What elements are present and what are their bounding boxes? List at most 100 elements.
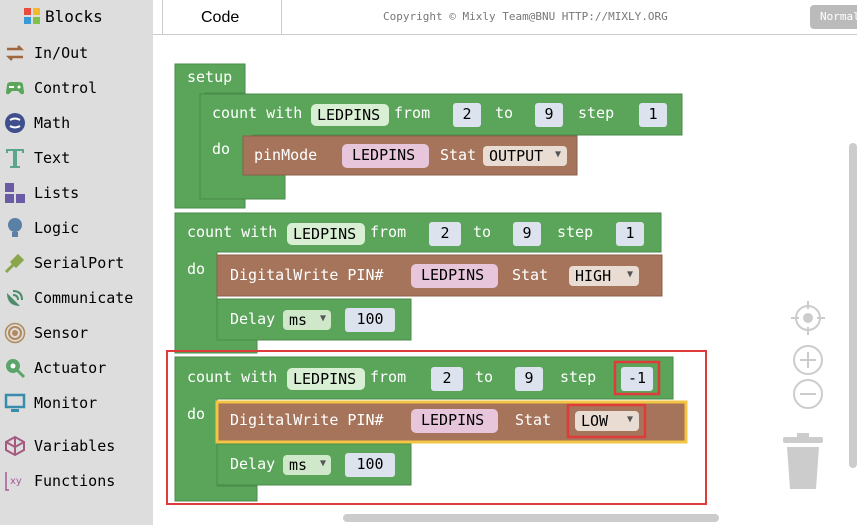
block-workspace[interactable]: setup count with LEDPINS from 2 to 9 ste… [155,35,857,525]
category-variables[interactable]: Variables [0,429,153,464]
category-label: Actuator [34,359,107,377]
category-label: In/Out [34,44,89,62]
category-label: Monitor [34,394,98,412]
center-icon [791,301,825,335]
pin-variable[interactable]: LEDPINS [342,144,429,168]
category-functions[interactable]: xy Functions [0,464,153,499]
to-label: to [473,223,492,241]
stat-label: Stat [440,146,477,164]
tab-code-label: Code [201,9,240,26]
count-with-label: count with [212,104,303,122]
functions-icon: xy [5,472,22,491]
monitor-icon [4,393,26,412]
highlight-box-low [566,403,647,439]
math-icon [5,113,25,133]
mode-label: Normal [820,10,857,23]
actuator-icon [6,359,26,379]
blocks-sidebar: Blocks In/Out Control Math Text Lists Lo… [0,0,153,525]
level-dropdown[interactable]: LOW▼ [575,411,639,431]
step-label: step [557,223,594,241]
level-dropdown[interactable]: HIGH▼ [569,266,639,286]
category-label: Variables [34,437,116,455]
variables-icon [5,435,25,457]
delay-unit-dropdown[interactable]: ms▼ [283,455,331,475]
step-label: step [560,368,597,386]
category-inout[interactable]: In/Out [0,36,153,71]
delay-value[interactable]: 100 [345,308,395,332]
do-label: do [187,405,206,423]
category-lists[interactable]: Lists [0,176,153,211]
count-with-label: count with [187,223,278,241]
category-label: Text [34,149,71,167]
category-label: Logic [34,219,80,237]
delay-value[interactable]: 100 [345,453,395,477]
gamepad-icon [6,82,24,95]
sensor-icon [4,322,26,344]
arrows-icon [5,45,25,61]
category-label: Communicate [34,289,134,307]
category-communicate[interactable]: Communicate [0,281,153,316]
to-value[interactable]: 9 [515,367,543,391]
to-label: to [475,368,494,386]
to-value[interactable]: 9 [513,222,541,246]
stat-label: Stat [512,266,549,284]
do-label: do [187,260,206,278]
category-math[interactable]: Math [0,106,153,141]
satellite-icon [7,290,23,306]
digitalwrite-label: DigitalWrite PIN# [230,411,384,429]
mode-button[interactable]: Normal [810,5,857,29]
to-value[interactable]: 9 [535,103,563,127]
mode-dropdown[interactable]: OUTPUT▼ [483,146,567,166]
to-label: to [495,104,514,122]
pin-variable[interactable]: LEDPINS [411,409,498,433]
vertical-scrollbar [849,143,857,468]
blocks-header[interactable]: Blocks [0,0,153,34]
digitalwrite-label: DigitalWrite PIN# [230,266,384,284]
serial-icon [4,253,25,274]
step-value[interactable]: -1 [621,367,653,391]
from-label: from [394,104,431,122]
trash-icon [783,433,823,489]
from-label: from [370,368,407,386]
step-value[interactable]: 1 [616,222,644,246]
category-serialport[interactable]: SerialPort [0,246,153,281]
stat-label: Stat [515,411,552,429]
count-with-label: count with [187,368,278,386]
category-label: Math [34,114,71,132]
category-logic[interactable]: Logic [0,211,153,246]
delay-unit-dropdown[interactable]: ms▼ [283,310,331,330]
from-value[interactable]: 2 [431,367,463,391]
step-label: step [578,104,615,122]
delay-label: Delay [230,310,276,328]
category-sensor[interactable]: Sensor [0,316,153,351]
loop-variable[interactable]: LEDPINS [287,223,365,245]
step-value[interactable]: 1 [639,103,667,127]
bulb-icon [8,218,22,237]
category-text[interactable]: Text [0,141,153,176]
pinmode-label: pinMode [254,146,318,164]
from-value[interactable]: 2 [429,222,461,246]
category-monitor[interactable]: Monitor [0,386,153,421]
from-label: from [370,223,407,241]
highlight-box-step [613,360,661,396]
horizontal-scrollbar [343,514,719,522]
do-label: do [212,140,231,158]
category-control[interactable]: Control [0,71,153,106]
loop-variable[interactable]: LEDPINS [287,368,365,390]
category-actuator[interactable]: Actuator [0,351,153,386]
category-label: Control [34,79,98,97]
category-label: Lists [34,184,80,202]
category-label: SerialPort [34,254,125,272]
puzzle-icon [24,8,40,24]
pin-variable[interactable]: LEDPINS [411,264,498,288]
category-label: Functions [34,472,116,490]
loop-variable[interactable]: LEDPINS [311,104,389,126]
tab-code[interactable]: Code [162,0,282,34]
lists-icon [5,183,25,203]
highlight-box-loop3 [166,350,707,505]
svg-text:xy: xy [10,476,22,487]
from-value[interactable]: 2 [453,103,481,127]
text-icon [6,149,24,168]
zoom-out-icon [793,379,823,409]
zoom-in-icon [793,345,823,375]
